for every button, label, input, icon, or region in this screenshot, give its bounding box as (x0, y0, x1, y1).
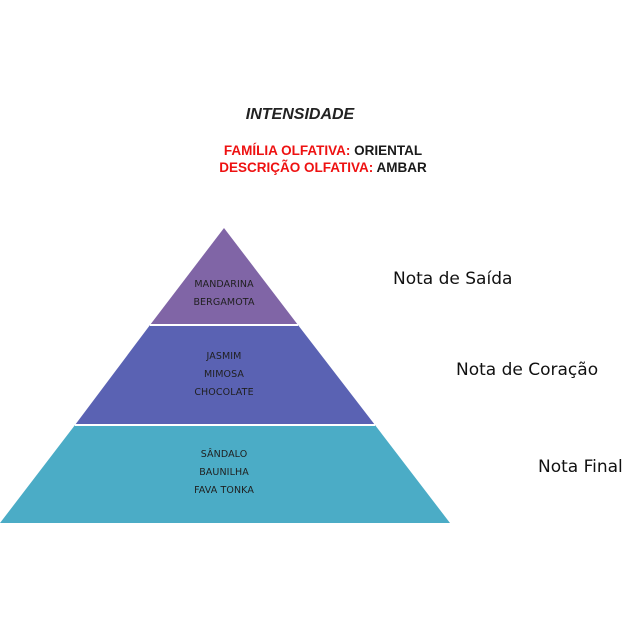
descricao-olfativa: DESCRIÇÃO OLFATIVA: AMBAR (0, 160, 635, 175)
pyramid-tier-top (150, 228, 298, 325)
pyramid-tier-middle (75, 325, 375, 425)
nota-final-label: Nota Final (538, 457, 623, 477)
descricao-label: DESCRIÇÃO OLFATIVA: (219, 160, 374, 175)
tier-item: SÂNDALO (200, 449, 248, 460)
top-tier-items: MANDARINA BERGAMOTA (164, 276, 284, 312)
tier-item: MIMOSA (204, 369, 244, 380)
page-title: INTENSIDADE (245, 106, 355, 123)
tier-item: CHOCOLATE (194, 387, 254, 398)
tier-item: BAUNILHA (199, 467, 249, 478)
bottom-tier-items: SÂNDALO BAUNILHA FAVA TONKA (164, 446, 284, 500)
tier-item: JASMIM (206, 351, 242, 362)
familia-value: ORIENTAL (354, 143, 423, 158)
tier-item: MANDARINA (194, 279, 254, 290)
middle-tier-items: JASMIM MIMOSA CHOCOLATE (164, 348, 284, 402)
familia-label: FAMÍLIA OLFATIVA: (223, 143, 351, 158)
tier-item: BERGAMOTA (193, 297, 255, 308)
tier-item: FAVA TONKA (194, 485, 254, 496)
nota-saida-label: Nota de Saída (393, 269, 513, 289)
pyramid-tier-bottom (0, 425, 450, 523)
familia-olfativa: FAMÍLIA OLFATIVA: ORIENTAL (0, 143, 635, 158)
descricao-value: AMBAR (376, 160, 427, 175)
nota-coracao-label: Nota de Coração (456, 360, 599, 380)
